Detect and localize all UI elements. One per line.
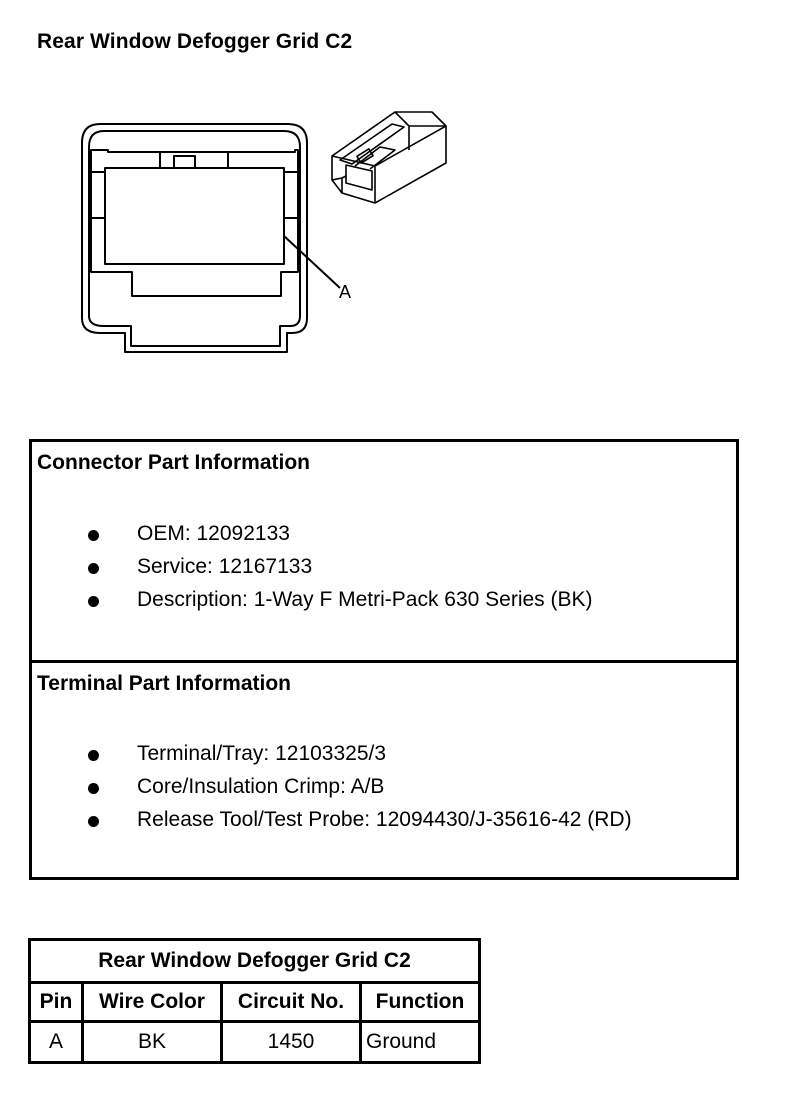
pin-table-header-row: Pin Wire Color Circuit No. Function — [28, 981, 482, 1023]
terminal-release-tool: Release Tool/Test Probe: 12094430/J-3561… — [137, 808, 632, 831]
column-header-wire-color: Wire Color — [81, 981, 223, 1023]
terminal-crimp: Core/Insulation Crimp: A/B — [137, 775, 385, 798]
bullet-icon — [88, 783, 99, 794]
connector-illustration: A — [81, 111, 447, 353]
table-row: A BK 1450 Ground — [28, 1020, 482, 1064]
cell-wire-color: BK — [81, 1020, 223, 1064]
bullet-icon — [88, 816, 99, 827]
callout-leader-a — [283, 235, 341, 289]
page-title: Rear Window Defogger Grid C2 — [37, 30, 353, 53]
column-header-function: Function — [358, 981, 482, 1023]
connector-service: Service: 12167133 — [137, 555, 313, 578]
bullet-icon — [88, 596, 99, 607]
cell-function: Ground — [358, 1020, 482, 1064]
connector-part-info-heading: Connector Part Information — [37, 451, 311, 474]
connector-description: Description: 1-Way F Metri-Pack 630 Seri… — [137, 588, 593, 611]
connector-part-info-section: Connector Part Information OEM: 12092133… — [32, 442, 736, 660]
pin-table: Rear Window Defogger Grid C2 Pin Wire Co… — [27, 938, 482, 1064]
cell-circuit-no: 1450 — [220, 1020, 362, 1064]
terminal-part-info-section: Terminal Part Information Terminal/Tray:… — [32, 660, 736, 880]
cell-pin: A — [28, 1020, 84, 1064]
bullet-icon — [88, 750, 99, 761]
bullet-icon — [88, 563, 99, 574]
pin-table-title: Rear Window Defogger Grid C2 — [27, 938, 482, 984]
callout-label-a: A — [339, 282, 351, 302]
pin-table-title-row: Rear Window Defogger Grid C2 — [27, 938, 482, 984]
connector-housing-outline — [81, 123, 308, 353]
terminal-tray: Terminal/Tray: 12103325/3 — [137, 742, 387, 765]
column-header-pin: Pin — [28, 981, 84, 1023]
connector-cavity — [90, 149, 299, 297]
bullet-icon — [88, 530, 99, 541]
connector-3d-view — [331, 111, 447, 204]
part-information-box: Connector Part Information OEM: 12092133… — [29, 439, 739, 880]
terminal-blade-a — [104, 167, 285, 265]
terminal-part-info-heading: Terminal Part Information — [37, 672, 291, 695]
connector-oem: OEM: 12092133 — [137, 522, 290, 545]
column-header-circuit-no: Circuit No. — [220, 981, 362, 1023]
